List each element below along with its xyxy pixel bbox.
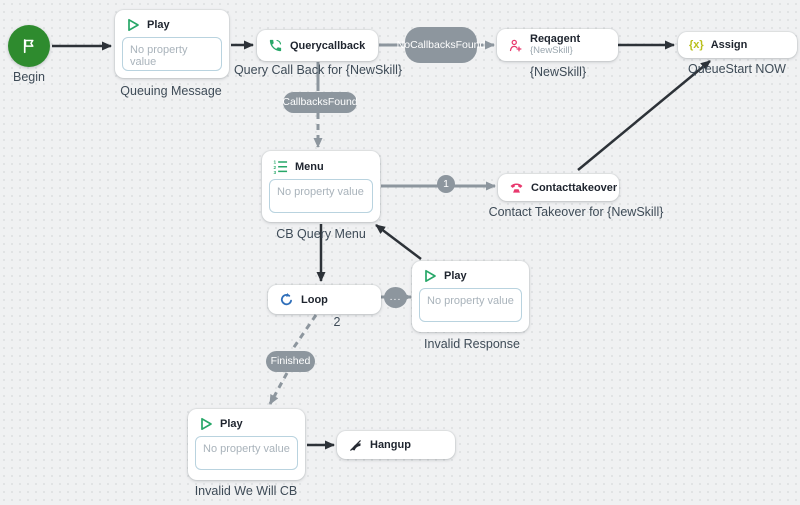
node-assign[interactable]: {x} Assign: [678, 32, 797, 58]
play-icon: [126, 18, 140, 32]
node-label-assign: QueueStart NOW: [688, 62, 786, 76]
branch-badge-finished[interactable]: Finished: [266, 351, 315, 372]
node-title: Assign: [710, 39, 748, 51]
node-contacttakeover[interactable]: Contacttakeover: [498, 174, 619, 201]
callback-phone-icon: [268, 38, 283, 53]
node-play-queuing[interactable]: Play No property value: [115, 10, 229, 78]
property-box[interactable]: No property value: [122, 37, 222, 71]
branch-badge-more[interactable]: ...: [384, 287, 407, 308]
node-label-querycallback: Query Call Back for {NewSkill}: [233, 63, 403, 77]
node-title: Play: [220, 418, 243, 430]
node-label-play-invalid: Invalid Response: [424, 337, 520, 351]
node-title: Play: [444, 270, 467, 282]
node-play-cb[interactable]: Play No property value: [188, 409, 305, 480]
hangup-phone-icon: [348, 438, 363, 453]
node-label-play-cb: Invalid We Will CB: [194, 484, 298, 498]
branch-badge-1[interactable]: 1: [437, 175, 455, 193]
flag-icon: [20, 37, 38, 55]
numbered-list-icon: 1 2 3: [273, 159, 288, 174]
node-label-begin: Begin: [13, 70, 45, 84]
loop-icon: [279, 292, 294, 307]
node-label-menu: CB Query Menu: [276, 227, 366, 241]
node-title: Menu: [295, 160, 324, 173]
play-icon: [199, 417, 213, 431]
node-label-loop: 2: [333, 315, 341, 329]
svg-text:3: 3: [273, 170, 276, 174]
node-menu[interactable]: 1 2 3 Menu No property value: [262, 151, 380, 222]
svg-text:1: 1: [273, 160, 276, 165]
takeover-phone-icon: [509, 180, 524, 195]
node-label-contacttakeover: Contact Takeover for {NewSkill}: [488, 205, 664, 219]
node-subtitle: {NewSkill}: [530, 44, 573, 56]
property-box[interactable]: No property value: [269, 179, 373, 213]
property-box[interactable]: No property value: [419, 288, 522, 322]
connector-finished-playcb[interactable]: [268, 372, 289, 405]
node-title: Contacttakeover: [531, 181, 618, 194]
add-agent-icon: [508, 38, 523, 53]
node-play-invalid[interactable]: Play No property value: [412, 261, 529, 332]
node-begin[interactable]: [8, 25, 50, 67]
node-label-reqagent: {NewSkill}: [529, 65, 587, 79]
connector-contacttakeover-assign[interactable]: [577, 60, 711, 171]
connector-playinvalid-menu[interactable]: [375, 224, 422, 260]
node-loop[interactable]: Loop: [268, 285, 381, 314]
play-icon: [423, 269, 437, 283]
svg-text:2: 2: [273, 165, 276, 170]
property-box[interactable]: No property value: [195, 436, 298, 470]
node-title: Play: [147, 19, 170, 31]
node-title: Reqagent: [530, 33, 581, 46]
node-title: Hangup: [370, 439, 411, 451]
branch-badge-callbacksfound[interactable]: CallbacksFound: [282, 92, 358, 113]
node-hangup[interactable]: Hangup: [337, 431, 455, 459]
node-querycallback[interactable]: Querycallback: [257, 30, 378, 61]
node-label-play-queuing: Queuing Message: [120, 84, 222, 98]
node-title: Loop: [301, 293, 328, 306]
branch-badge-nocallbacksfound[interactable]: NoCallbacksFound: [397, 27, 485, 63]
connector-loop-finished[interactable]: [290, 314, 318, 351]
variable-x-icon: {x}: [689, 39, 704, 51]
node-title: Querycallback: [290, 39, 366, 52]
node-reqagent[interactable]: Reqagent {NewSkill}: [497, 29, 618, 61]
